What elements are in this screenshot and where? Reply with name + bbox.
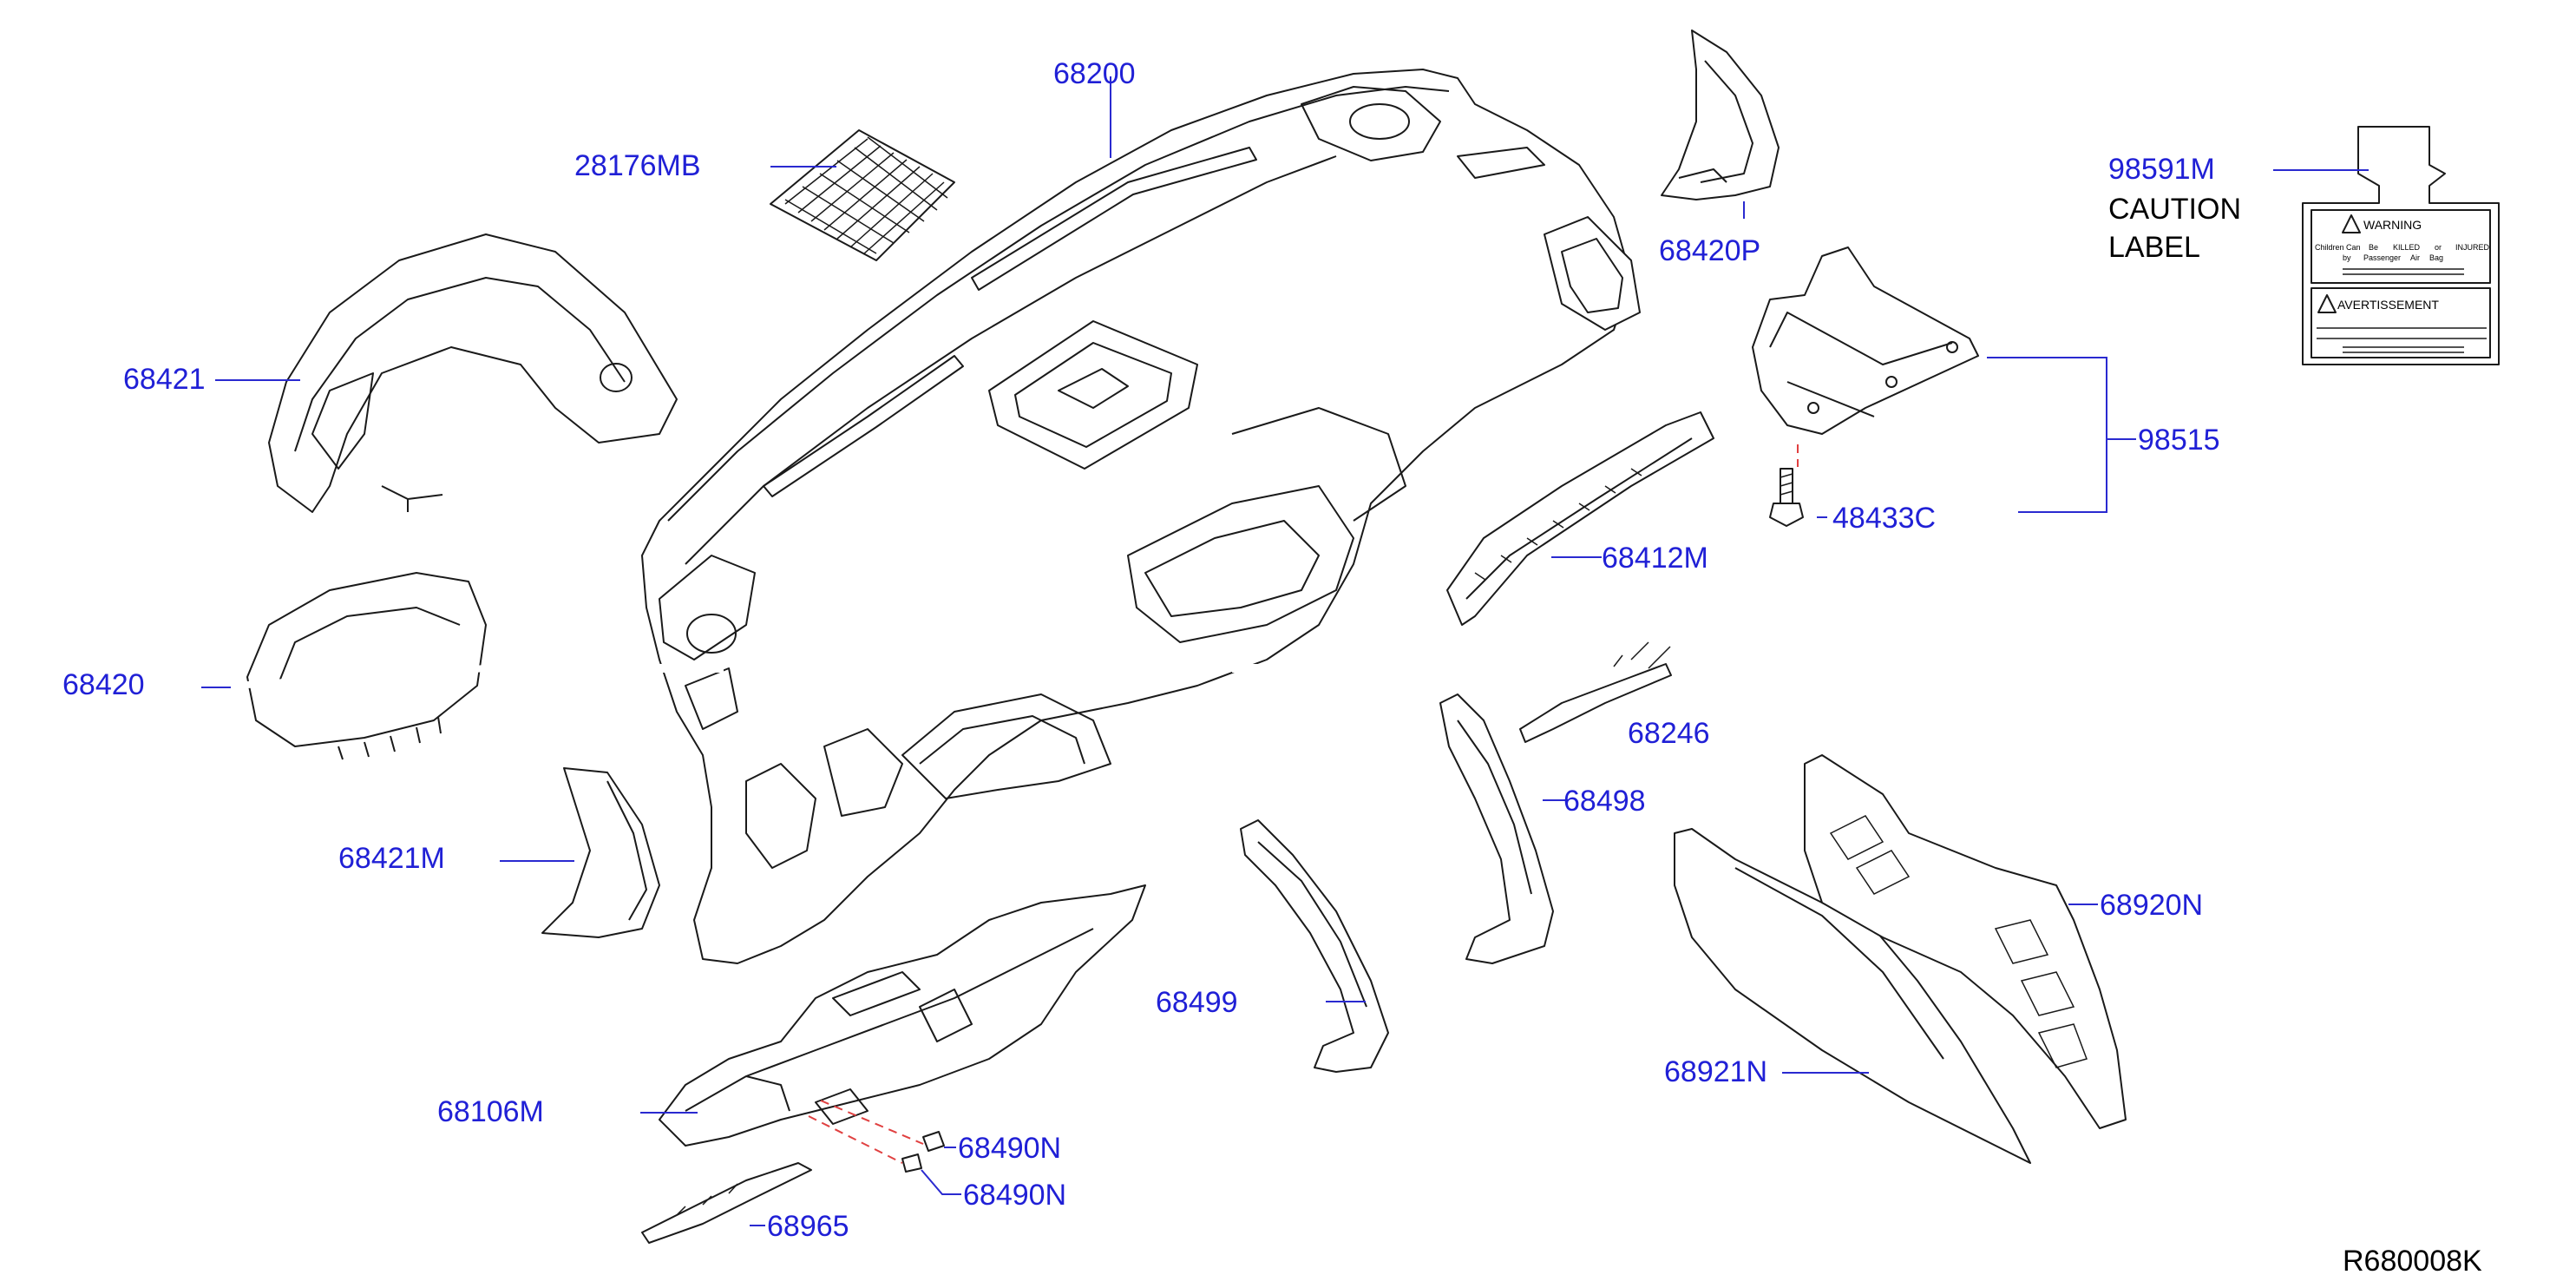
figure-code: R680008K <box>2343 1245 2482 1278</box>
caution-text-line2: LABEL <box>2108 231 2200 264</box>
callout-68920N[interactable]: 68920N <box>2100 889 2203 922</box>
callout-68921N[interactable]: 68921N <box>1664 1055 1767 1088</box>
callout-68200[interactable]: 68200 <box>1053 57 1136 90</box>
leader-lines <box>201 76 2369 1226</box>
warning-word-7: by <box>2343 253 2351 262</box>
warning-heading: WARNING <box>2363 218 2422 232</box>
callout-68965[interactable]: 68965 <box>767 1210 849 1243</box>
caution-text-line1: CAUTION <box>2108 193 2241 226</box>
warning-word-10: Bag <box>2429 253 2443 262</box>
trim-68412M[interactable] <box>1446 411 1714 626</box>
instrument-panel-68200[interactable] <box>641 69 1641 964</box>
cluster-lid-68420[interactable] <box>233 572 487 760</box>
callout-68499[interactable]: 68499 <box>1156 986 1238 1019</box>
trim-68498[interactable] <box>1439 693 1554 964</box>
trim-68965[interactable] <box>641 1162 812 1244</box>
lower-cover-68106M[interactable] <box>659 884 1146 1147</box>
warning-word-8: Passenger <box>2363 253 2401 262</box>
bracket-98515[interactable] <box>1752 246 1979 435</box>
avertissement-heading: AVERTISSEMENT <box>2337 298 2439 312</box>
callout-68498[interactable]: 68498 <box>1563 785 1646 818</box>
lower-panel-68920N[interactable] <box>1804 754 2127 1129</box>
warning-word-1: Children <box>2315 243 2344 252</box>
callout-68246[interactable]: 68246 <box>1628 717 1710 750</box>
callout-68412M[interactable]: 68412M <box>1602 542 1708 575</box>
callout-68420P[interactable]: 68420P <box>1659 234 1760 267</box>
side-cover-68421M[interactable] <box>541 767 660 938</box>
callout-68490N-upper[interactable]: 68490N <box>958 1132 1061 1165</box>
corner-finisher-68420P[interactable] <box>1661 30 1780 200</box>
cluster-hood-68421[interactable] <box>268 233 678 513</box>
callout-28176MB[interactable]: 28176MB <box>574 149 701 182</box>
lower-panel-68921N[interactable] <box>1674 828 2031 1164</box>
callout-68490N-lower[interactable]: 68490N <box>963 1179 1066 1212</box>
warning-word-4: KILLED <box>2393 243 2421 252</box>
callout-98515[interactable]: 98515 <box>2138 424 2220 457</box>
callout-68421M[interactable]: 68421M <box>338 842 445 875</box>
callout-48433C[interactable]: 48433C <box>1832 502 1936 535</box>
callout-98591M[interactable]: 98591M <box>2108 153 2215 186</box>
caution-label-98591M[interactable]: WARNING Children Can Be KILLED or INJURE… <box>2302 126 2500 365</box>
trim-68246[interactable] <box>1519 641 1672 743</box>
bolt-48433C[interactable] <box>1769 468 1804 527</box>
warning-word-2: Can <box>2346 243 2361 252</box>
callout-68106M[interactable]: 68106M <box>437 1095 544 1128</box>
warning-word-5: or <box>2435 243 2442 252</box>
trim-68499[interactable] <box>1240 819 1389 1073</box>
callout-68421[interactable]: 68421 <box>123 363 206 396</box>
warning-word-6: INJURED <box>2455 243 2490 252</box>
clip-68490N-b[interactable] <box>901 1153 922 1173</box>
clip-68490N-a[interactable] <box>922 1131 945 1152</box>
callout-68420[interactable]: 68420 <box>62 668 145 701</box>
speaker-grille-28176MB[interactable] <box>770 129 955 261</box>
warning-word-9: Air <box>2410 253 2420 262</box>
warning-word-3: Be <box>2369 243 2378 252</box>
